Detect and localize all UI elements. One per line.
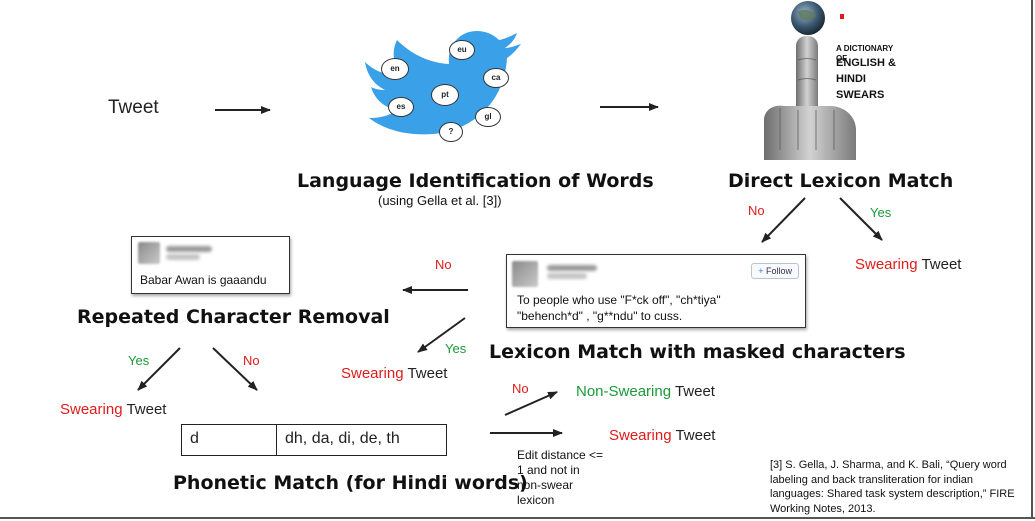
masked-tweet-card: + Follow To people who use "F*ck off", "…: [506, 254, 806, 328]
repeated-yes-label: Yes: [128, 353, 150, 368]
arrow-lexicon-no: [761, 197, 806, 243]
non-swearing-word: Non-Swearing: [576, 383, 672, 400]
phonetic-title: Phonetic Match (for Hindi words): [173, 472, 528, 494]
phonetic-mapping-table: d dh, da, di, de, th: [181, 424, 447, 456]
masked-no-label: No: [435, 257, 452, 272]
dictionary-cover-image: A DICTIONARY OF ENGLISH & HINDI SWEARS: [760, 0, 900, 160]
swearing-word: Swearing: [341, 365, 404, 382]
editdist-no-label: No: [512, 381, 529, 396]
bubble-en: en: [381, 58, 409, 80]
follow-button[interactable]: + Follow: [751, 263, 799, 279]
editdist-line: lexicon: [517, 493, 555, 507]
dictionary-line4: SWEARS: [836, 89, 885, 101]
masked-yes-label: Yes: [445, 341, 467, 356]
repeated-card-username-blurred: [166, 244, 216, 262]
reference-line: labeling and back transliteration for in…: [770, 473, 974, 486]
tweet-word: Tweet: [407, 365, 448, 382]
dictionary-line1: A DICTIONARY OF: [836, 44, 894, 63]
swearing-word: Swearing: [60, 401, 123, 418]
bubble-es: es: [388, 97, 414, 117]
editdist-line: 1 and not in: [517, 463, 580, 477]
repeated-card-avatar: [138, 242, 160, 264]
right-border: [1031, 0, 1033, 519]
repeated-card-text: Babar Awan is gaaandu: [140, 273, 267, 287]
tweet-word: Tweet: [921, 256, 962, 273]
outcome-swearing-masked: Swearing Tweet: [341, 365, 447, 382]
editdist-line: non-swear: [517, 478, 574, 492]
langid-subtitle: (using Gella et al. [3]): [378, 193, 502, 208]
masked-card-avatar: [512, 261, 538, 287]
masked-card-text-line1: To people who use "F*ck off", "ch*tiya": [517, 293, 721, 307]
twitter-bird-icon: en eu ca pt es gl ?: [355, 18, 530, 158]
langid-title: Language Identification of Words: [297, 170, 654, 192]
reference-citation: [3] S. Gella, J. Sharma, and K. Bali, “Q…: [770, 458, 1015, 516]
arrow-masked-yes: [417, 317, 466, 353]
phonetic-right-cell: dh, da, di, de, th: [285, 430, 400, 447]
outcome-swearing-repeated: Swearing Tweet: [60, 401, 166, 418]
add-user-icon: +: [758, 266, 764, 276]
arrow-repeated-yes: [137, 347, 181, 391]
outcome-nonswearing: Non-Swearing Tweet: [576, 383, 715, 400]
direct-lexicon-no-label: No: [748, 203, 765, 218]
direct-lexicon-yes-label: Yes: [870, 205, 892, 220]
arrow-editdist-no: [504, 391, 558, 416]
editdist-line: Edit distance <=: [517, 448, 604, 462]
arrow-repeated-no: [212, 347, 258, 391]
tweet-input-label: Tweet: [108, 97, 159, 118]
masked-card-username-blurred: [547, 263, 602, 281]
direct-lexicon-title: Direct Lexicon Match: [728, 170, 954, 192]
bubble-pt: pt: [431, 84, 459, 106]
swearing-word: Swearing: [855, 256, 918, 273]
dictionary-line2: ENGLISH &: [836, 57, 896, 69]
masked-title: Lexicon Match with masked characters: [489, 341, 906, 363]
tweet-word: Tweet: [674, 383, 715, 400]
bottom-border: [0, 517, 1035, 519]
editdist-condition-text: Edit distance <= 1 and not in non-swear …: [517, 448, 603, 508]
repeated-tweet-card: Babar Awan is gaaandu: [131, 236, 290, 294]
repeated-title: Repeated Character Removal: [77, 306, 390, 328]
masked-card-text-line2: "behench*d" , "g**ndu" to cuss.: [517, 309, 683, 323]
phonetic-left-cell: d: [182, 425, 277, 455]
reference-line: [3] S. Gella, J. Sharma, and K. Bali, “Q…: [770, 459, 1007, 471]
follow-label: Follow: [765, 266, 792, 276]
tweet-word: Tweet: [126, 401, 167, 418]
arrow-lexicon-yes: [839, 197, 883, 241]
dictionary-line3: HINDI: [836, 73, 866, 85]
outcome-swearing-direct: Swearing Tweet: [855, 256, 961, 273]
bubble-eu: eu: [449, 40, 475, 60]
repeated-no-label: No: [243, 353, 260, 368]
bubble-unknown: ?: [439, 122, 463, 142]
outcome-swearing-editdist: Swearing Tweet: [609, 427, 715, 444]
tweet-word: Tweet: [675, 427, 716, 444]
bubble-ca: ca: [483, 68, 509, 88]
reference-line: Working Notes, 2013.: [770, 502, 876, 515]
swearing-word: Swearing: [609, 427, 672, 444]
reference-line: languages: Shared task system descriptio…: [770, 488, 1015, 500]
bubble-gl: gl: [475, 107, 501, 127]
